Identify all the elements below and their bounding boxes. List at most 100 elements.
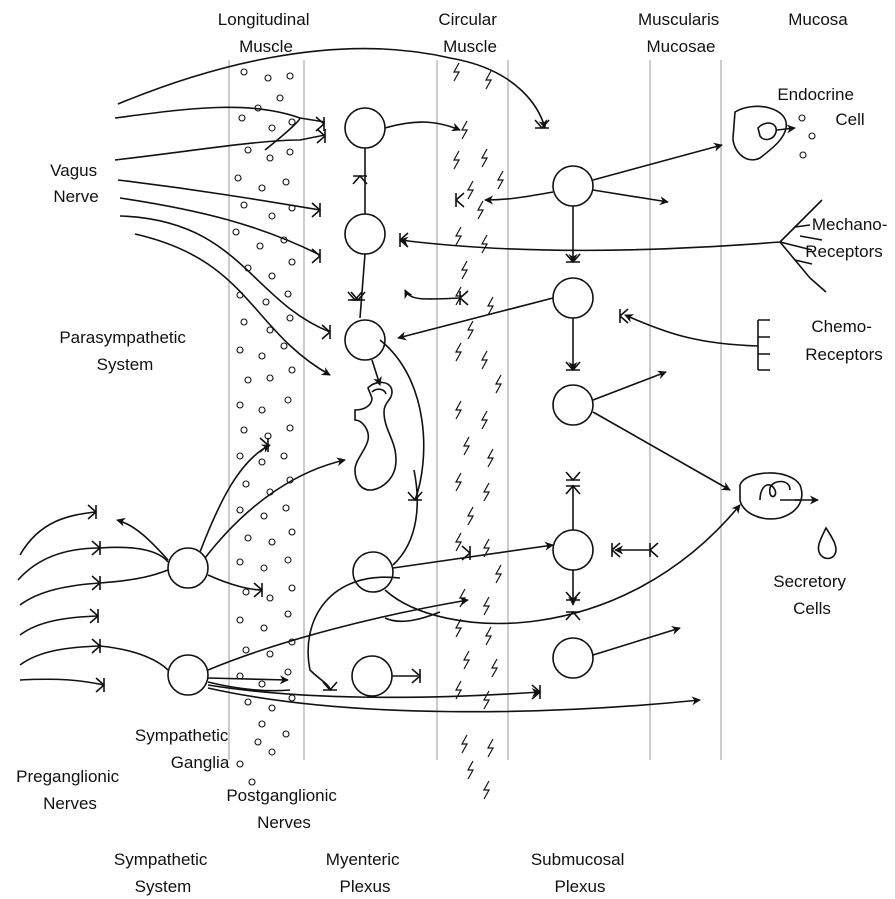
muscle-cell-dot xyxy=(281,343,287,349)
muscle-cell-dot xyxy=(269,749,275,755)
postganglionic-nerves-label-line-1: Postganglionic xyxy=(226,786,337,805)
muscle-activity-bolt xyxy=(462,261,467,279)
lower-to-middle-feedback xyxy=(405,290,460,299)
vagus-nerve-label-line-2: Nerve xyxy=(53,187,98,206)
chemoreceptor-endings xyxy=(758,320,770,370)
ganglion-lower-to-right-1 xyxy=(208,600,468,670)
muscle-activity-bolt xyxy=(488,449,493,467)
muscle-cell-dot xyxy=(267,155,273,161)
muscle-cell-dot xyxy=(285,611,291,617)
myenteric-neuron-bottom xyxy=(352,656,392,696)
sub5-to-right xyxy=(593,628,680,655)
muscle-cell-dot xyxy=(249,779,255,785)
mechanoreceptor-to-myenteric xyxy=(400,240,780,250)
muscle-cell-dot xyxy=(243,481,249,487)
parasympathetic-fiber-2 xyxy=(135,234,330,375)
muscle-activity-bolt xyxy=(498,171,503,189)
synaptic-terminal xyxy=(323,682,337,690)
smooth-muscle-activity-bolts xyxy=(454,63,503,799)
sympathetic-ganglia-label-line-1: Sympathetic xyxy=(135,726,229,745)
muscle-cell-dot xyxy=(269,125,275,131)
muscle-cell-dot xyxy=(289,367,295,373)
mucosa-label-line-1: Mucosa xyxy=(788,10,848,29)
vagus-nerve-label: Vagus Nerve xyxy=(50,161,102,206)
muscle-cell-dot xyxy=(289,259,295,265)
muscle-activity-bolt xyxy=(482,235,487,253)
mucosa-label: Mucosa xyxy=(788,10,848,29)
muscle-cell-dot xyxy=(237,402,243,408)
muscle-cell-dot xyxy=(257,243,263,249)
layer-labels: Longitudinal Muscle Circular Muscle Musc… xyxy=(218,10,849,56)
muscle-cell-dot xyxy=(289,529,295,535)
muscle-cell-dot xyxy=(269,273,275,279)
muscle-cell-dot xyxy=(283,731,289,737)
muscle-cell-dot xyxy=(237,453,243,459)
blood-vessel-lumen xyxy=(372,389,386,394)
blood-vessel xyxy=(355,382,396,490)
muscle-cell-dot xyxy=(259,407,265,413)
muscle-cell-dot xyxy=(259,721,265,727)
synaptic-terminal xyxy=(566,612,580,620)
sub1-to-endocrine xyxy=(593,145,722,180)
muscle-cell-dot xyxy=(233,229,239,235)
muscle-cell-dot xyxy=(263,299,269,305)
muscle-activity-bolt xyxy=(492,659,497,677)
muscle-cell-dot xyxy=(289,695,295,701)
muscle-cell-dot xyxy=(289,119,295,125)
submucosal-plexus-label: Submucosal Plexus xyxy=(531,850,629,896)
muscle-cell-dot xyxy=(267,595,273,601)
muscle-cell-dot xyxy=(245,535,251,541)
synaptic-terminal xyxy=(456,193,464,207)
misc-arrows xyxy=(385,612,440,621)
muscle-cell-dot xyxy=(237,617,243,623)
muscle-activity-bolt xyxy=(454,151,459,169)
muscle-activity-bolt xyxy=(468,507,473,525)
muscle-cell-dot xyxy=(237,559,243,565)
synaptic-terminal xyxy=(322,325,330,339)
postganglionic-nerves-label-line-2: Nerves xyxy=(257,813,311,832)
muscle-cell-dot xyxy=(261,625,267,631)
sympathetic-ganglion-lower xyxy=(168,655,208,695)
mechanoreceptors-label-line-2: Receptors xyxy=(805,242,882,261)
muscle-cell-dot xyxy=(277,95,283,101)
chemoreceptors-label: Chemo- Receptors xyxy=(805,317,882,364)
muscle-cell-dot xyxy=(259,459,265,465)
preganglionic-3 xyxy=(20,583,100,605)
sub1-to-left xyxy=(485,192,553,200)
vagus-fiber-2 xyxy=(115,135,325,160)
circular-muscle-label-line-1: Circular xyxy=(438,10,497,29)
longitudinal-muscle-label: Longitudinal Muscle xyxy=(218,10,314,56)
muscle-activity-bolt xyxy=(482,149,487,167)
myenteric-plexus-label: Myenteric Plexus xyxy=(326,850,404,896)
muscle-cell-dot xyxy=(267,651,273,657)
muscle-activity-bolt xyxy=(456,619,461,637)
muscle-cell-dot xyxy=(259,681,265,687)
muscle-cell-dot xyxy=(241,69,247,75)
circular-muscle-label: Circular Muscle xyxy=(438,10,501,56)
chemoreceptor-comb xyxy=(758,320,770,370)
muscularis-mucosae-label: Muscularis Mucosae xyxy=(638,10,724,56)
endocrine-granule-3 xyxy=(800,152,806,158)
muscle-cell-dot xyxy=(283,179,289,185)
parasympathetic-system-label: Parasympathetic System xyxy=(59,328,190,374)
muscle-activity-bolt xyxy=(468,761,473,779)
muscle-cell-dot xyxy=(269,705,275,711)
submucosal-plexus-label-line-2: Plexus xyxy=(554,877,605,896)
submucosal-neuron-4 xyxy=(553,530,593,570)
myenteric-plexus-label-line-1: Myenteric xyxy=(326,850,400,869)
myenteric-neurons xyxy=(345,108,393,696)
preganglionic-nerves-label-line-1: Preganglionic xyxy=(16,767,120,786)
lower-down-arrow xyxy=(372,360,380,385)
sub3-to-secretory xyxy=(593,412,730,490)
vagus-nerve-label-line-1: Vagus xyxy=(50,161,97,180)
myenteric-plexus-label-line-2: Plexus xyxy=(339,877,390,896)
muscle-cell-dot xyxy=(243,647,249,653)
preganglionic-nerves-label: Preganglionic Nerves xyxy=(16,767,124,813)
preganglionic-nerves-label-line-2: Nerves xyxy=(43,794,97,813)
middle-to-lower xyxy=(360,254,365,318)
muscle-activity-bolt xyxy=(460,589,465,607)
secretory-cell-folds xyxy=(760,482,800,501)
synaptic-terminal xyxy=(260,438,268,452)
lower-to-bottom-loop xyxy=(380,340,424,500)
circular-muscle-label-line-2: Muscle xyxy=(443,37,497,56)
